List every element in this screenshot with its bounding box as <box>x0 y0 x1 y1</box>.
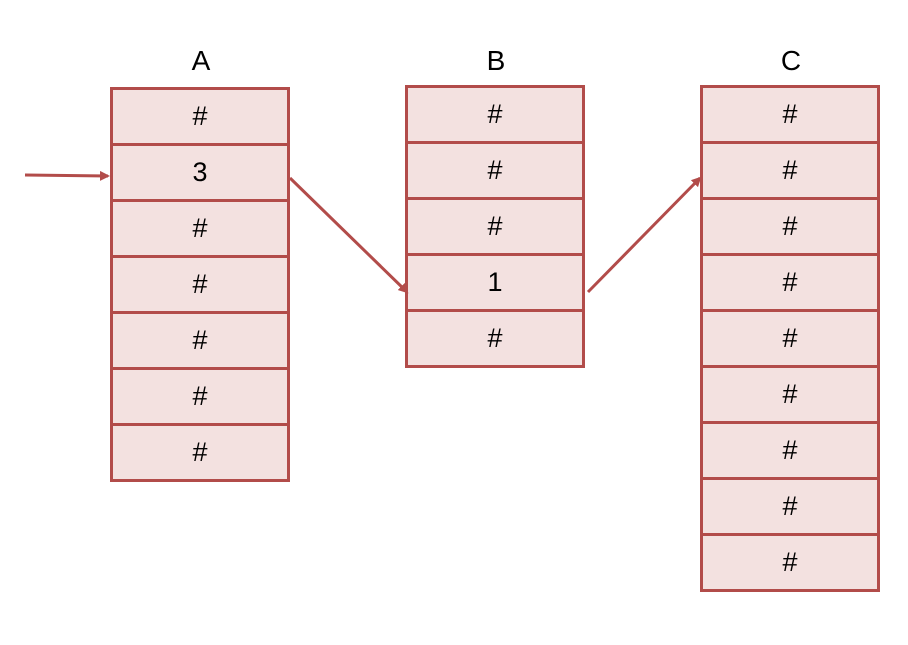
cell-c-2: # <box>700 197 880 256</box>
arrow-b-to-c <box>586 176 702 294</box>
cell-b-1: # <box>405 141 585 200</box>
cell-b-3: 1 <box>405 253 585 312</box>
arrow-a-to-b <box>288 176 409 294</box>
cell-a-0: # <box>110 87 290 146</box>
array-b: ###1# <box>405 85 585 368</box>
cell-b-0: # <box>405 85 585 144</box>
cell-c-4: # <box>700 309 880 368</box>
cell-c-8: # <box>700 533 880 592</box>
cell-a-1: 3 <box>110 143 290 202</box>
cell-a-5: # <box>110 367 290 426</box>
cell-a-3: # <box>110 255 290 314</box>
cell-b-4: # <box>405 309 585 368</box>
array-c: ######### <box>700 85 880 592</box>
cell-a-2: # <box>110 199 290 258</box>
cell-b-2: # <box>405 197 585 256</box>
cell-c-5: # <box>700 365 880 424</box>
cell-c-0: # <box>700 85 880 144</box>
cell-a-6: # <box>110 423 290 482</box>
column-label-b: B <box>486 45 506 76</box>
entry-arrow <box>24 170 110 181</box>
column-label-a: A <box>191 45 211 76</box>
cell-c-7: # <box>700 477 880 536</box>
cell-c-1: # <box>700 141 880 200</box>
cell-c-6: # <box>700 421 880 480</box>
cell-a-4: # <box>110 311 290 370</box>
array-a: #3##### <box>110 87 290 482</box>
cell-c-3: # <box>700 253 880 312</box>
column-label-c: C <box>780 45 802 76</box>
